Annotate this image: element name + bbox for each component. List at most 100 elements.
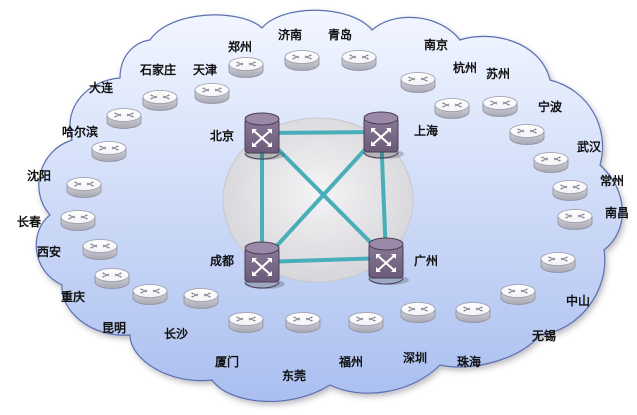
router-icon	[540, 252, 576, 273]
core-router-icon	[363, 111, 404, 159]
city-label-nanchang: 南昌	[605, 205, 629, 220]
router-suzhou[interactable]	[482, 96, 518, 117]
core-router-guangzhou[interactable]	[368, 237, 409, 285]
router-changsha[interactable]	[183, 288, 219, 309]
city-label-kunming: 昆明	[102, 321, 126, 335]
router-hangzhou[interactable]	[434, 98, 470, 119]
core-router-beijing[interactable]	[244, 112, 285, 160]
city-label-suzhou: 苏州	[486, 66, 510, 81]
router-icon	[348, 312, 384, 333]
city-label-dalian: 大连	[89, 80, 114, 95]
router-icon	[455, 302, 491, 323]
router-xiamen[interactable]	[228, 312, 264, 333]
router-icon	[82, 239, 118, 260]
city-label-ningbo: 宁波	[538, 99, 563, 114]
router-nanchang[interactable]	[557, 209, 593, 230]
city-label-shijiazhuang: 石家庄	[139, 62, 176, 77]
city-label-changchun: 长春	[17, 214, 42, 229]
router-icon	[557, 209, 593, 230]
router-icon	[228, 312, 264, 333]
core-router-icon	[244, 241, 285, 289]
hub-label-chengdu: 成都	[210, 253, 234, 268]
router-tianjin[interactable]	[194, 83, 230, 104]
router-icon	[91, 141, 127, 162]
router-icon	[500, 284, 536, 305]
city-label-wuxi: 无锡	[531, 328, 556, 343]
router-changchun[interactable]	[60, 210, 96, 231]
router-icon	[94, 268, 130, 289]
core-link-beijing-shanghai	[260, 130, 383, 135]
router-icon	[400, 72, 436, 93]
router-icon	[183, 288, 219, 309]
core-router-shanghai[interactable]	[363, 111, 404, 159]
router-zhengzhou[interactable]	[228, 57, 264, 78]
router-icon	[434, 98, 470, 119]
city-label-zhongshan: 中山	[566, 293, 590, 308]
router-shijiazhuang[interactable]	[142, 90, 178, 111]
router-kunming[interactable]	[132, 284, 168, 305]
city-label-nanjing: 南京	[424, 37, 448, 52]
core-links	[260, 130, 388, 264]
city-label-fuzhou: 福州	[338, 354, 363, 369]
router-ningbo[interactable]	[509, 124, 545, 145]
router-icon	[482, 96, 518, 117]
router-chongqing[interactable]	[94, 268, 130, 289]
city-label-wuhan: 武汉	[577, 139, 602, 154]
edge-routers: 大连 石家庄 天津郑州 济南 青岛南京杭州苏州宁波武汉常州南昌中山无锡珠海 深圳 福州东莞 厦…	[17, 27, 629, 383]
core-link-chengdu-guangzhou	[260, 256, 388, 264]
hub-label-shanghai: 上海	[414, 123, 438, 138]
router-shenzhen[interactable]	[400, 302, 436, 323]
city-label-xian: 西安	[37, 244, 61, 259]
city-label-zhuhai: 珠海	[457, 354, 481, 369]
router-icon	[341, 50, 377, 71]
city-label-shenyang: 沈阳	[27, 168, 51, 183]
hub-label-beijing: 北京	[210, 128, 234, 143]
router-xian[interactable]	[82, 239, 118, 260]
router-icon	[142, 90, 178, 111]
city-label-qingdao: 青岛	[328, 27, 352, 42]
city-label-changsha: 长沙	[164, 326, 188, 341]
router-icon	[509, 124, 545, 145]
city-label-dongguan: 东莞	[282, 368, 306, 383]
router-icon	[285, 312, 321, 333]
city-label-hangzhou: 杭州	[453, 60, 477, 75]
city-label-shenzhen: 深圳	[403, 350, 427, 365]
router-icon	[284, 50, 320, 71]
core-router-icon	[368, 237, 409, 285]
core-router-icon	[244, 112, 285, 160]
hub-label-guangzhou: 广州	[414, 253, 438, 268]
router-dalian[interactable]	[106, 108, 142, 129]
city-label-zhengzhou: 郑州	[228, 39, 252, 54]
core-link-shanghai-chengdu	[260, 130, 383, 264]
router-icon	[66, 177, 102, 198]
city-label-jinan: 济南	[278, 27, 302, 42]
router-icon	[228, 57, 264, 78]
router-zhongshan[interactable]	[540, 252, 576, 273]
router-wuxi[interactable]	[500, 284, 536, 305]
router-icon	[106, 108, 142, 129]
router-icon	[194, 83, 230, 104]
router-fuzhou[interactable]	[348, 312, 384, 333]
router-jinan[interactable]	[284, 50, 320, 71]
router-harbin[interactable]	[91, 141, 127, 162]
city-label-changzhou: 常州	[600, 173, 624, 188]
router-zhuhai[interactable]	[455, 302, 491, 323]
city-label-harbin: 哈尔滨	[62, 124, 98, 139]
router-nanjing[interactable]	[400, 72, 436, 93]
router-wuhan[interactable]	[533, 152, 569, 173]
city-label-xiamen: 厦门	[215, 354, 239, 369]
router-changzhou[interactable]	[552, 180, 588, 201]
router-dongguan[interactable]	[285, 312, 321, 333]
router-icon	[132, 284, 168, 305]
router-icon	[400, 302, 436, 323]
router-icon	[552, 180, 588, 201]
router-qingdao[interactable]	[341, 50, 377, 71]
core-router-chengdu[interactable]	[244, 241, 285, 289]
city-label-tianjin: 天津	[193, 62, 217, 77]
core-link-shanghai-guangzhou	[379, 130, 388, 260]
city-label-chongqing: 重庆	[61, 289, 85, 304]
router-icon	[60, 210, 96, 231]
router-shenyang[interactable]	[66, 177, 102, 198]
